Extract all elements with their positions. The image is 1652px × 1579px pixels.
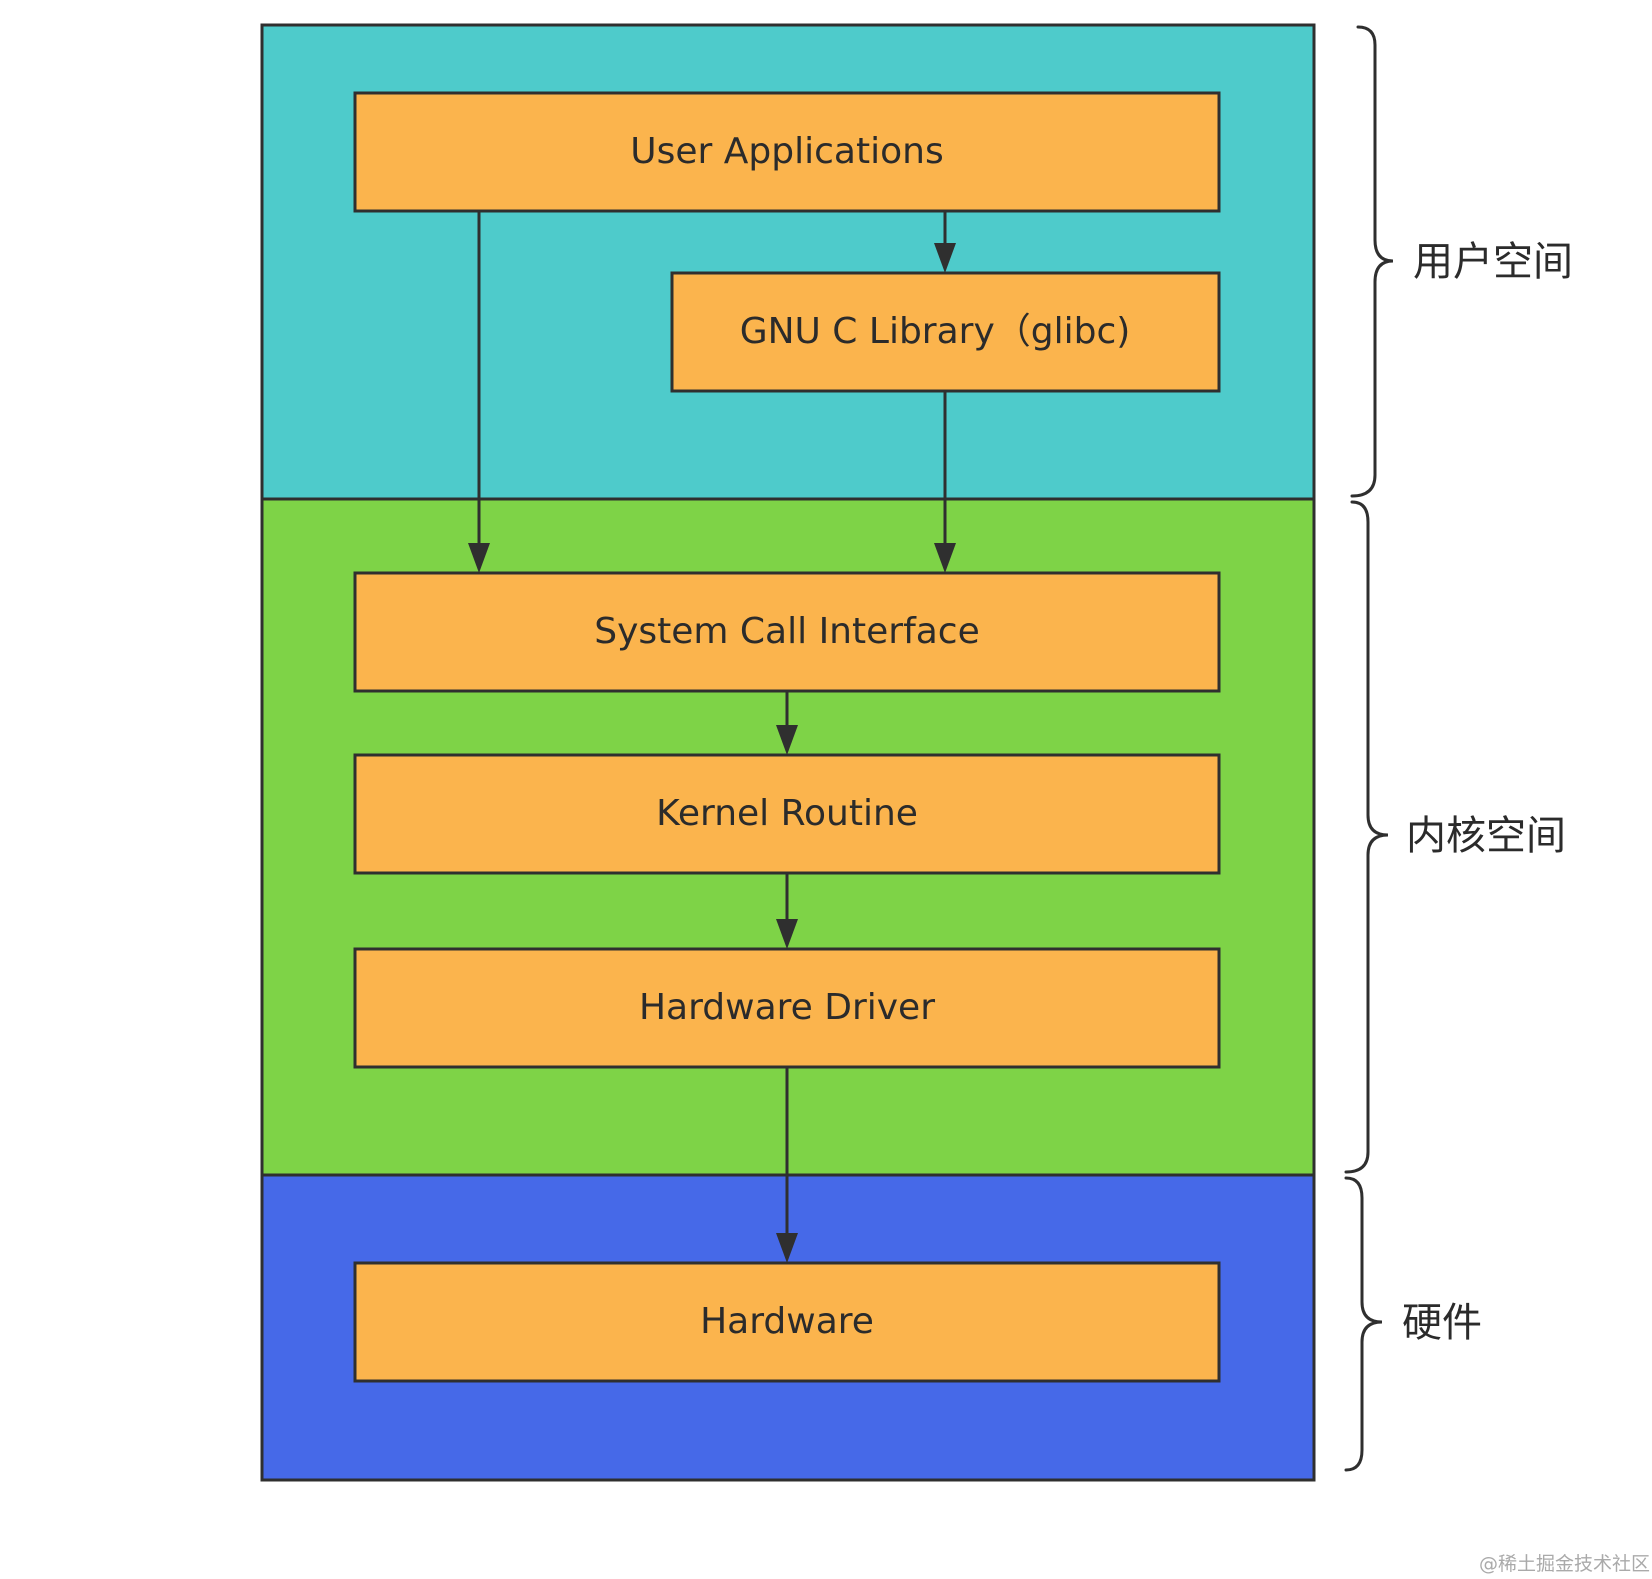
arrowhead-user-apps-to-sci — [468, 543, 490, 573]
user-space-label: 用户空间 — [1413, 239, 1573, 285]
hardware-box: Hardware — [353, 1261, 1221, 1383]
brace-kernel-space — [1344, 500, 1389, 1174]
user-applications-box: User Applications — [353, 91, 1221, 213]
arrowhead-user-apps-to-glibc — [934, 243, 956, 273]
kernel-routine-box: Kernel Routine — [353, 753, 1221, 875]
system-call-interface-label: System Call Interface — [594, 611, 980, 652]
kernel-routine-label: Kernel Routine — [656, 793, 918, 834]
arrowhead-glibc-to-sci — [934, 543, 956, 573]
hardware-space-label: 硬件 — [1402, 1300, 1482, 1346]
hardware-driver-box: Hardware Driver — [353, 947, 1221, 1069]
user-applications-label: User Applications — [630, 131, 943, 172]
arrows — [468, 211, 956, 1263]
hardware-driver-label: Hardware Driver — [639, 987, 935, 1028]
system-call-interface-box: System Call Interface — [353, 571, 1221, 693]
glibc-label: GNU C Library（glibc) — [740, 311, 1131, 352]
hardware-label: Hardware — [700, 1301, 874, 1342]
arrowhead-driver-to-hardware — [776, 1233, 798, 1263]
brace-user-space — [1350, 25, 1394, 498]
brace-hardware — [1344, 1176, 1383, 1472]
kernel-space-label: 内核空间 — [1406, 813, 1566, 859]
watermark: @稀土掘金技术社区 — [1479, 1553, 1650, 1575]
arrowhead-sci-to-kernel-routine — [776, 725, 798, 755]
braces — [1344, 25, 1394, 1472]
arrowhead-kernel-routine-to-driver — [776, 919, 798, 949]
glibc-box: GNU C Library（glibc) — [670, 271, 1221, 393]
